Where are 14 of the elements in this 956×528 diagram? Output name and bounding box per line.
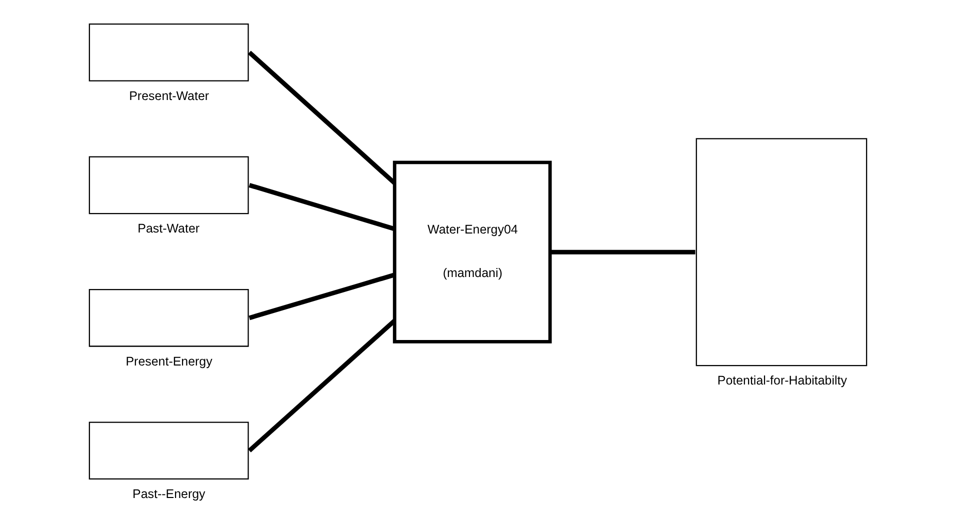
node-label: Present-Energy <box>126 354 212 368</box>
node-label: Past--Energy <box>132 487 206 502</box>
node-box <box>88 422 249 480</box>
connector <box>550 250 696 254</box>
node-box: Water-Energy04 (mamdani) <box>392 160 552 344</box>
node-box <box>696 138 868 366</box>
node-label: Present-Water <box>129 88 210 103</box>
node-label: Potential-for-Habitabilty <box>717 374 847 388</box>
node-box <box>88 23 249 82</box>
connector <box>248 182 396 232</box>
node-label: Past-Water <box>138 222 200 236</box>
node-box <box>88 288 249 347</box>
node-box <box>88 156 249 214</box>
connector <box>248 272 396 320</box>
